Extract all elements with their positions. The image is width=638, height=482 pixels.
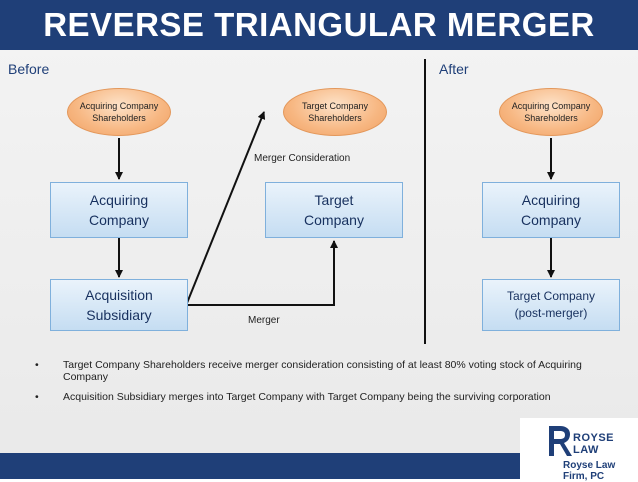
arrow-merger-consideration — [186, 111, 266, 304]
before-section-label: Before — [8, 61, 50, 77]
summary-bullet-list: • Target Company Shareholders receive me… — [35, 359, 595, 411]
acquisition-subsidiary-label: Acquisition Subsidiary — [85, 287, 153, 323]
target-company-label: Target Company — [304, 192, 364, 228]
summary-bullet-1-text: Target Company Shareholders receive merg… — [63, 359, 582, 383]
page-title: REVERSE TRIANGULAR MERGER — [43, 6, 595, 43]
merger-label: Merger — [248, 315, 280, 326]
before-acquiring-shareholders-label: Acquiring Company Shareholders — [79, 101, 159, 123]
after-acquiring-company-box: Acquiring Company — [482, 182, 620, 238]
after-acquiring-shareholders-label: Acquiring Company Shareholders — [511, 101, 591, 123]
summary-bullet-2: • Acquisition Subsidiary merges into Tar… — [35, 391, 595, 403]
title-bar — [0, 0, 638, 50]
after-target-company-label: Target Company (post-merger) — [506, 289, 596, 320]
royse-law-logo — [520, 418, 638, 479]
bullet-marker: • — [35, 391, 39, 403]
summary-bullet-2-text: Acquisition Subsidiary merges into Targe… — [63, 391, 551, 403]
bullet-marker: • — [35, 359, 39, 371]
arrow-subsidiary-merger-into-target — [187, 240, 338, 306]
target-company-box: Target Company — [265, 182, 403, 238]
after-acquiring-company-label: Acquiring Company — [521, 192, 581, 228]
logo-firm-text: Royse Law Firm, PC — [563, 460, 616, 482]
before-acquiring-company-label: Acquiring Company — [89, 192, 149, 228]
royse-r-logo-icon — [549, 426, 572, 456]
logo-name-text: ROYSE LAW — [573, 432, 615, 456]
merger-consideration-label: Merger Consideration — [254, 153, 351, 164]
after-acquiring-shareholders-node: Acquiring Company Shareholders — [499, 88, 603, 136]
before-after-divider — [424, 59, 426, 344]
target-shareholders-label: Target Company Shareholders — [301, 101, 369, 123]
footer-bar — [0, 453, 520, 479]
before-acquiring-shareholders-node: Acquiring Company Shareholders — [67, 88, 171, 136]
before-acquiring-company-box: Acquiring Company — [50, 182, 188, 238]
summary-bullet-1: • Target Company Shareholders receive me… — [35, 359, 595, 383]
after-target-company-box: Target Company (post-merger) — [482, 279, 620, 331]
target-shareholders-node: Target Company Shareholders — [283, 88, 387, 136]
acquisition-subsidiary-box: Acquisition Subsidiary — [50, 279, 188, 331]
after-section-label: After — [439, 61, 469, 77]
